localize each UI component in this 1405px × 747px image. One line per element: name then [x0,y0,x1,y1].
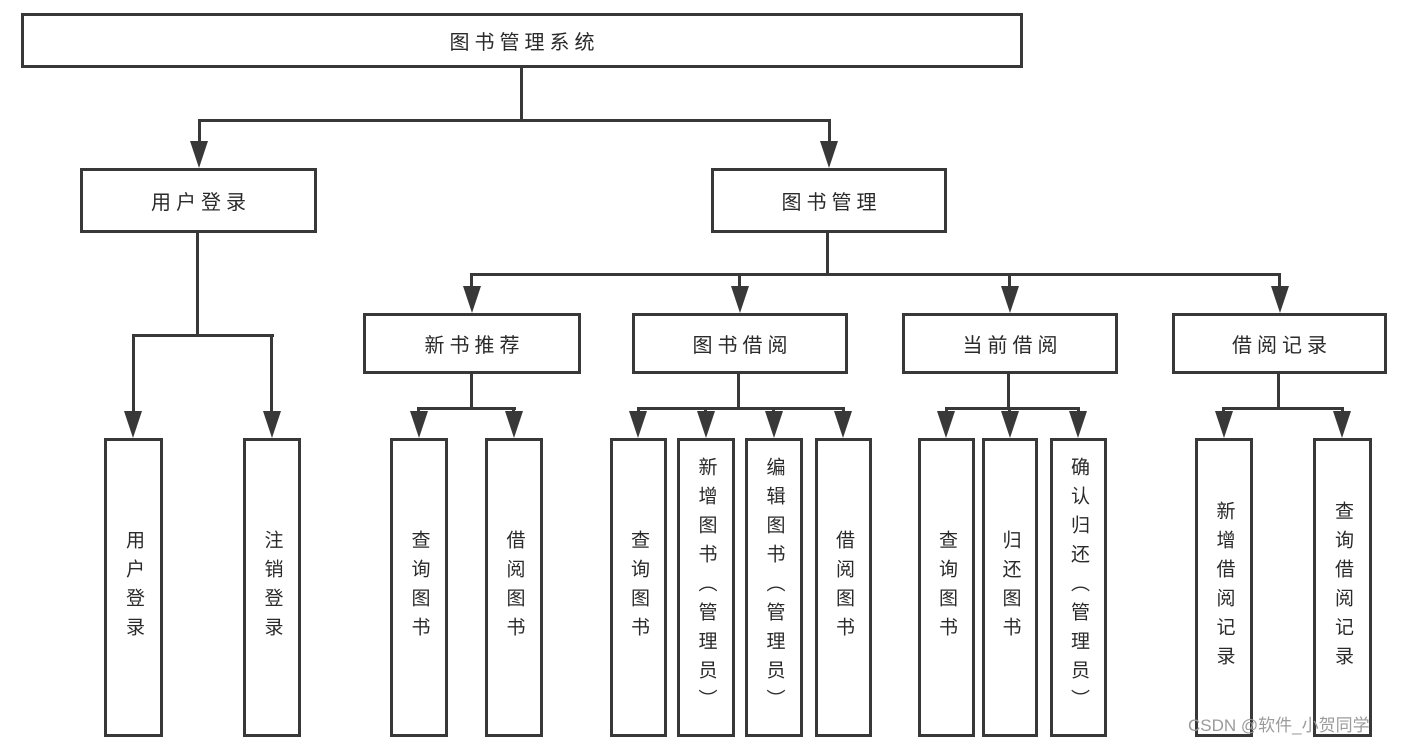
connector-line [738,273,741,291]
node-library-management-system: 图书管理系统 [21,13,1023,68]
arrowhead-down-icon [505,411,523,438]
leaf-logout-label: 注销登录 [261,529,283,646]
connector-line [520,68,523,119]
connector-line [945,407,1080,410]
arrowhead-down-icon [834,411,852,438]
leaf-newrec-query-books: 查询图书 [390,438,448,737]
node-book-borrow: 图书借阅 [632,313,848,374]
leaf-borrow-borrow-books: 借阅图书 [815,438,872,737]
leaf-user-login: 用户登录 [104,438,163,737]
leaf-records-add-record: 新增借阅记录 [1195,438,1253,737]
leaf-borrow-query-books: 查询图书 [610,438,667,737]
csdn-watermark: CSDN @软件_小贺同学 [1188,716,1370,735]
connector-line [470,374,473,407]
connector-line [637,407,845,410]
connector-line [737,374,740,407]
leaf-records-query-record: 查询借阅记录 [1313,438,1372,737]
connector-line [828,119,831,147]
arrowhead-down-icon [1001,411,1019,438]
arrowhead-down-icon [410,411,428,438]
leaf-current-query-books-label: 查询图书 [936,529,957,646]
connector-line [1007,374,1010,407]
leaf-current-confirm-return-admin: 确认归还（管理员） [1050,438,1107,737]
leaf-user-login-label: 用户登录 [123,529,144,646]
connector-line [418,407,516,410]
connector-line [132,334,135,415]
arrowhead-down-icon [937,411,955,438]
connector-line [1277,374,1280,407]
node-user-login: 用户登录 [80,168,317,233]
arrowhead-down-icon [463,286,481,313]
leaf-borrow-add-books-admin: 新增图书（管理员） [677,438,735,737]
connector-line [132,334,274,337]
connector-line [196,233,199,334]
node-current-borrow: 当前借阅 [902,313,1118,374]
leaf-current-return-books-label: 归还图书 [999,529,1021,646]
arrowhead-down-icon [190,141,208,168]
leaf-current-query-books: 查询图书 [918,438,975,737]
connector-line [471,273,1281,276]
leaf-borrow-add-books-admin-label: 新增图书（管理员） [695,457,717,718]
connector-line [1008,273,1011,291]
arrowhead-down-icon [1271,286,1289,313]
leaf-newrec-query-books-label: 查询图书 [408,529,430,646]
leaf-borrow-edit-books-admin: 编辑图书（管理员） [745,438,803,737]
connector-line [198,119,830,122]
leaf-borrow-query-books-label: 查询图书 [628,529,649,646]
connector-line [826,233,829,273]
node-new-book-recommend: 新书推荐 [363,313,581,374]
leaf-current-return-books: 归还图书 [982,438,1038,737]
arrowhead-down-icon [629,411,647,438]
leaf-logout: 注销登录 [243,438,301,737]
arrowhead-down-icon [820,141,838,168]
arrowhead-down-icon [1001,286,1019,313]
arrowhead-down-icon [1069,411,1087,438]
connector-line [1222,407,1344,410]
arrowhead-down-icon [765,411,783,438]
leaf-borrow-borrow-books-label: 借阅图书 [833,529,854,646]
arrowhead-down-icon [124,411,142,438]
arrowhead-down-icon [731,286,749,313]
node-borrow-records: 借阅记录 [1172,313,1387,374]
leaf-records-query-record-label: 查询借阅记录 [1332,500,1353,675]
connector-line [198,119,201,147]
arrowhead-down-icon [263,411,281,438]
leaf-records-add-record-label: 新增借阅记录 [1213,500,1235,675]
leaf-current-confirm-return-admin-label: 确认归还（管理员） [1068,457,1089,718]
arrowhead-down-icon [697,411,715,438]
connector-line [470,273,473,291]
arrowhead-down-icon [1215,411,1233,438]
leaf-newrec-borrow-books-label: 借阅图书 [503,529,525,646]
leaf-newrec-borrow-books: 借阅图书 [485,438,543,737]
connector-line [1278,273,1281,291]
node-book-management: 图书管理 [711,168,947,233]
leaf-borrow-edit-books-admin-label: 编辑图书（管理员） [763,457,785,718]
arrowhead-down-icon [1333,411,1351,438]
connector-line [270,334,273,415]
